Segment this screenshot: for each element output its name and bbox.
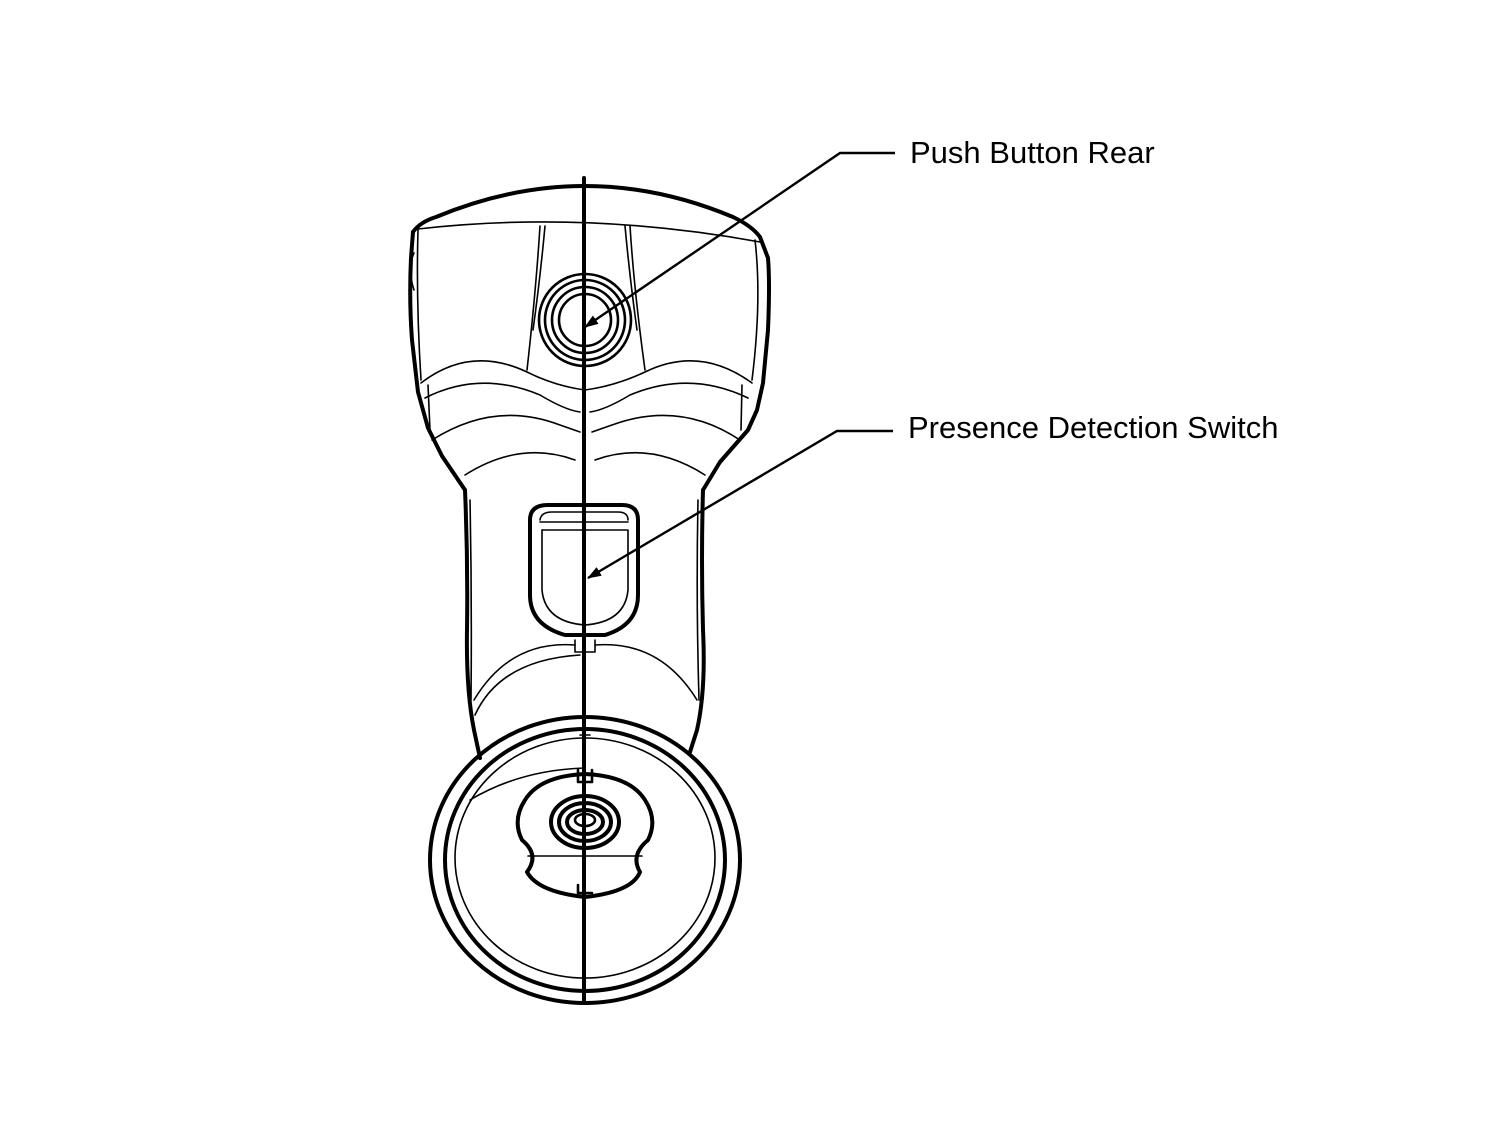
scanner-head [408, 184, 771, 492]
leader-presence-switch [587, 429, 893, 580]
leader-push-button [584, 151, 895, 328]
presence-detection-switch-label: Presence Detection Switch [908, 410, 1279, 445]
push-button-rear-label: Push Button Rear [910, 135, 1155, 170]
scanner-handle [463, 488, 706, 760]
